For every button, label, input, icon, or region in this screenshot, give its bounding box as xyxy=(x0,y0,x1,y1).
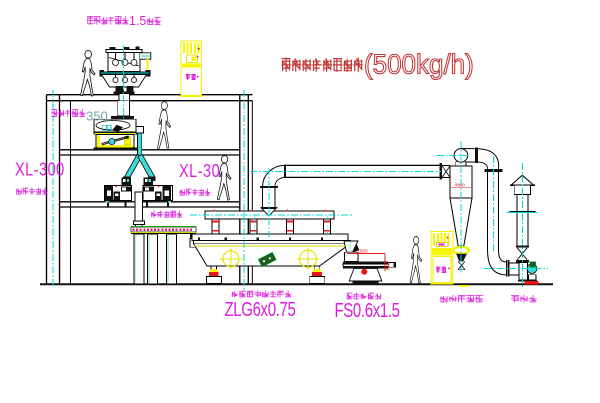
svg-text:ZLG6x0.75: ZLG6x0.75 xyxy=(225,298,296,321)
svg-text:1500: 1500 xyxy=(357,248,368,253)
svg-text:XL-300: XL-300 xyxy=(179,160,229,181)
svg-text:XL-300: XL-300 xyxy=(15,159,65,180)
svg-text:1.5: 1.5 xyxy=(129,14,146,28)
svg-text:FS0.6x1.5: FS0.6x1.5 xyxy=(335,299,401,322)
svg-text:(500kg/h): (500kg/h) xyxy=(364,49,474,80)
svg-text:350: 350 xyxy=(86,109,108,124)
svg-text:650: 650 xyxy=(385,262,390,270)
svg-text:Φ800: Φ800 xyxy=(455,182,466,187)
